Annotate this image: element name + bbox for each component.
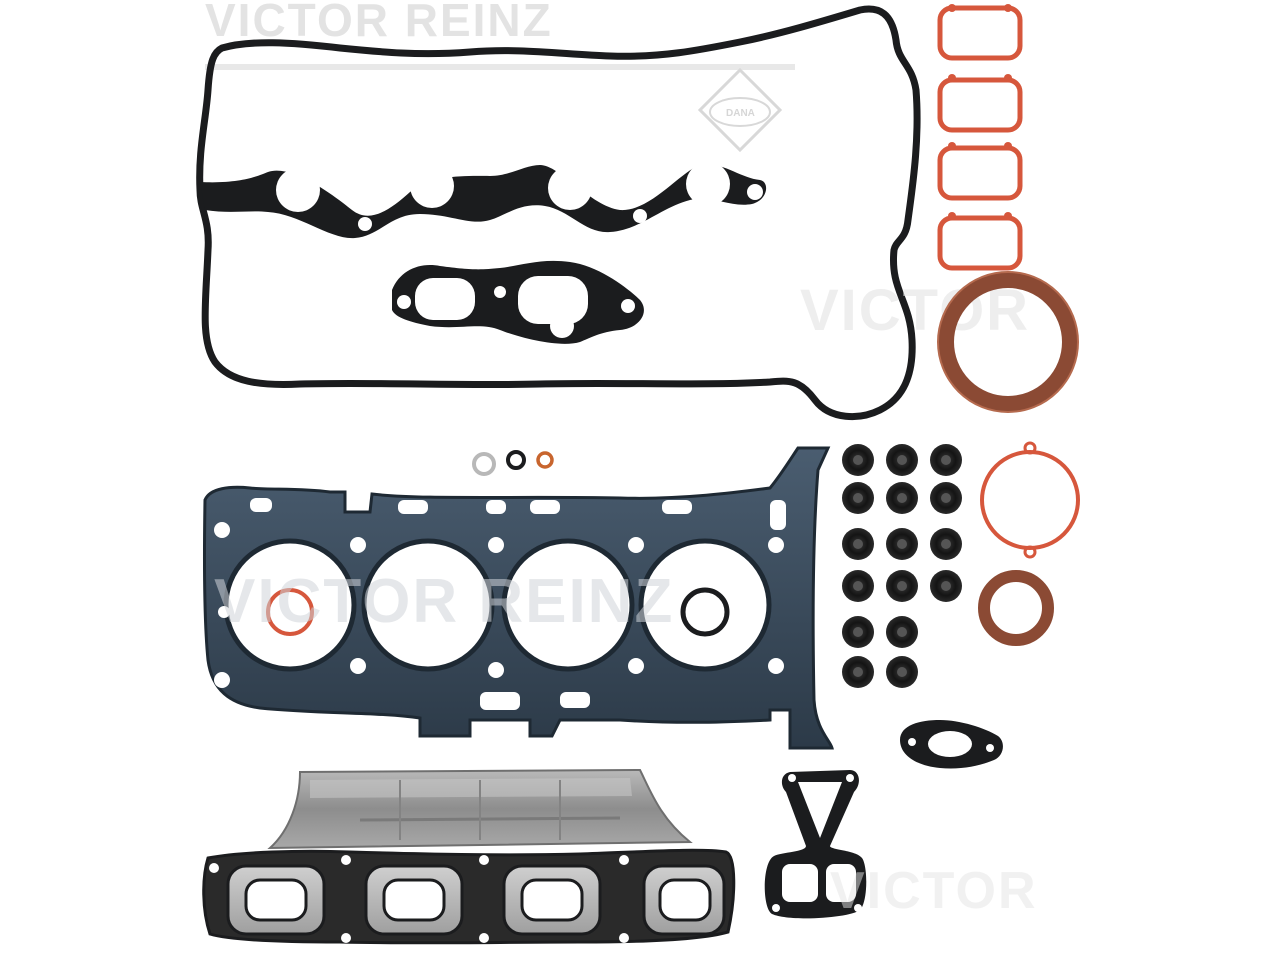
valve-stem-seals	[842, 444, 962, 688]
throttle-body-gasket	[980, 441, 1080, 559]
valve-stem-seal	[842, 656, 874, 688]
cylinder-head-gasket: VICTOR REINZ	[202, 446, 834, 750]
exhaust-manifold-gasket	[202, 848, 736, 945]
valve-stem-seal	[930, 528, 962, 560]
valve-stem-seal	[886, 570, 918, 602]
crankshaft-seal-small	[978, 570, 1054, 646]
valve-stem-seal	[886, 482, 918, 514]
valve-stem-seal	[886, 528, 918, 560]
flange-gasket	[900, 720, 1003, 769]
dana-seal-watermark: DANA	[697, 67, 783, 153]
valve-stem-seal	[842, 570, 874, 602]
brand-watermark-bottom: VICTOR	[830, 862, 1038, 920]
valve-stem-seal	[842, 444, 874, 476]
center-port-gasket	[392, 260, 644, 344]
valve-stem-seal	[842, 616, 874, 648]
watermark-underline	[205, 64, 795, 70]
water-outlet-gasket	[764, 770, 867, 919]
crankshaft-seal-large	[937, 271, 1079, 413]
valve-stem-seal	[930, 482, 962, 514]
brand-watermark-head-gasket: VICTOR REINZ	[214, 567, 674, 636]
valve-stem-seal	[930, 570, 962, 602]
valve-stem-seal	[842, 482, 874, 514]
valve-stem-seal	[842, 528, 874, 560]
exhaust-heat-shield	[267, 768, 693, 850]
spark-plug-tube-gasket	[200, 153, 767, 239]
brand-watermark-top: VICTOR REINZ	[205, 0, 553, 46]
valve-stem-seal	[930, 444, 962, 476]
valve-cover-gasket	[196, 5, 921, 421]
small-orings	[472, 450, 554, 476]
valve-stem-seal	[886, 616, 918, 648]
valve-stem-seal	[886, 444, 918, 476]
svg-text:DANA: DANA	[726, 108, 755, 119]
valve-stem-seal	[886, 656, 918, 688]
intake-manifold-gaskets	[937, 4, 1023, 271]
